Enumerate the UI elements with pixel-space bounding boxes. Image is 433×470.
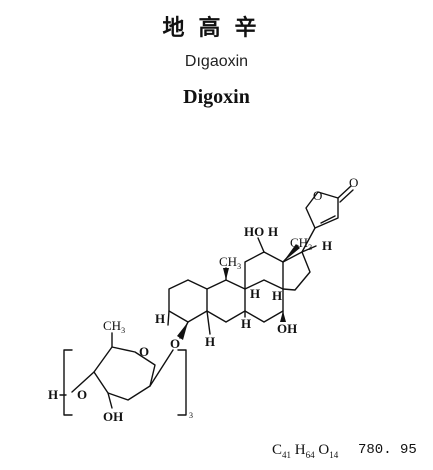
molecular-formula: C41 H64 O14 (272, 442, 339, 460)
carbonyl-oxygen: O (349, 175, 358, 190)
molecular-weight: 780. 95 (358, 442, 417, 458)
label-sugar-methyl: CH3 (103, 318, 125, 335)
stereo-wedges (177, 244, 300, 340)
chinese-title: 地高辛 (162, 16, 271, 41)
label-12-hydroxy: HO (244, 224, 264, 239)
structure-bonds (59, 185, 354, 416)
label-glycoside-oxygen: O (170, 336, 180, 351)
label-14-hydroxy: OH (277, 321, 297, 336)
label-9-h: H (250, 286, 260, 301)
label-ring-oxygen: O (139, 344, 149, 359)
label-3-hydroxy: OH (103, 409, 123, 424)
label-3-h: H (155, 311, 165, 326)
repeat-count: 3 (189, 411, 193, 420)
label-terminal-h: H (48, 387, 58, 402)
lactone-oxygen: O (313, 188, 322, 203)
label-17-h: H (322, 238, 332, 253)
label-12-h: H (268, 224, 278, 239)
label-14-h: H (272, 288, 282, 303)
label-4-oxygen: O (77, 387, 87, 402)
label-19-methyl: CH3 (219, 254, 241, 271)
english-title: Digoxin (183, 86, 250, 108)
label-18-methyl: CH3 (290, 235, 312, 252)
label-8-h: H (241, 316, 251, 331)
label-5-h: H (205, 334, 215, 349)
pinyin-title: Dıgaoxin (184, 53, 249, 70)
